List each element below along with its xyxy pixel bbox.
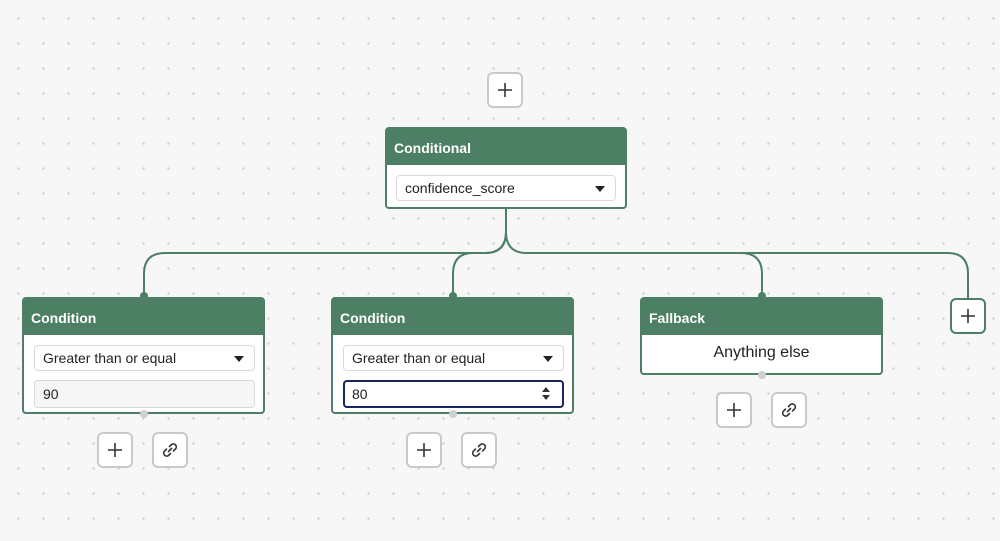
fallback-node[interactable]: Fallback Anything else: [640, 297, 883, 375]
output-port-dot[interactable]: [140, 410, 148, 418]
condition-value-text: 90: [43, 386, 59, 402]
conditional-node[interactable]: Conditional confidence_score: [385, 127, 627, 209]
condition-value-input[interactable]: 90: [34, 380, 255, 408]
wire-to-add-branch: [741, 252, 969, 298]
add-step-button[interactable]: [406, 432, 442, 468]
link-icon: [162, 443, 178, 457]
fallback-node-title: Fallback: [642, 299, 881, 335]
caret-down-icon: [234, 356, 244, 362]
plus-icon: [961, 309, 975, 323]
condition-value-input[interactable]: 80: [343, 380, 564, 408]
link-icon: [471, 443, 487, 457]
wire-to-fallback: [505, 231, 763, 296]
link-step-button[interactable]: [771, 392, 807, 428]
add-step-button[interactable]: [716, 392, 752, 428]
input-port-dot: [140, 292, 148, 300]
wire-to-condition-1: [143, 208, 507, 296]
add-branch-button[interactable]: [950, 298, 986, 334]
variable-select[interactable]: confidence_score: [396, 175, 616, 201]
caret-down-icon: [595, 186, 605, 192]
variable-select-value: confidence_score: [405, 180, 515, 196]
operator-select[interactable]: Greater than or equal: [343, 345, 564, 371]
input-port-dot: [758, 292, 766, 300]
add-node-above-button[interactable]: [487, 72, 523, 108]
condition-node-title: Condition: [24, 299, 263, 335]
output-port-dot[interactable]: [449, 410, 457, 418]
condition-node-2[interactable]: Condition Greater than or equal 80: [331, 297, 574, 414]
operator-select-value: Greater than or equal: [43, 350, 177, 366]
condition-value-text: 80: [352, 386, 368, 402]
link-step-button[interactable]: [461, 432, 497, 468]
plus-icon: [108, 443, 122, 457]
link-icon: [781, 403, 797, 417]
wire-to-condition-2: [452, 231, 507, 296]
operator-select-value: Greater than or equal: [352, 350, 486, 366]
output-port-dot[interactable]: [758, 371, 766, 379]
input-port-dot: [449, 292, 457, 300]
plus-icon: [498, 83, 512, 97]
number-stepper-icon[interactable]: [542, 387, 552, 401]
plus-icon: [727, 403, 741, 417]
condition-node-1[interactable]: Condition Greater than or equal 90: [22, 297, 265, 414]
plus-icon: [417, 443, 431, 457]
operator-select[interactable]: Greater than or equal: [34, 345, 255, 371]
condition-node-title: Condition: [333, 299, 572, 335]
add-step-button[interactable]: [97, 432, 133, 468]
fallback-text: Anything else: [713, 344, 810, 361]
caret-down-icon: [543, 356, 553, 362]
conditional-node-title: Conditional: [387, 129, 625, 165]
link-step-button[interactable]: [152, 432, 188, 468]
